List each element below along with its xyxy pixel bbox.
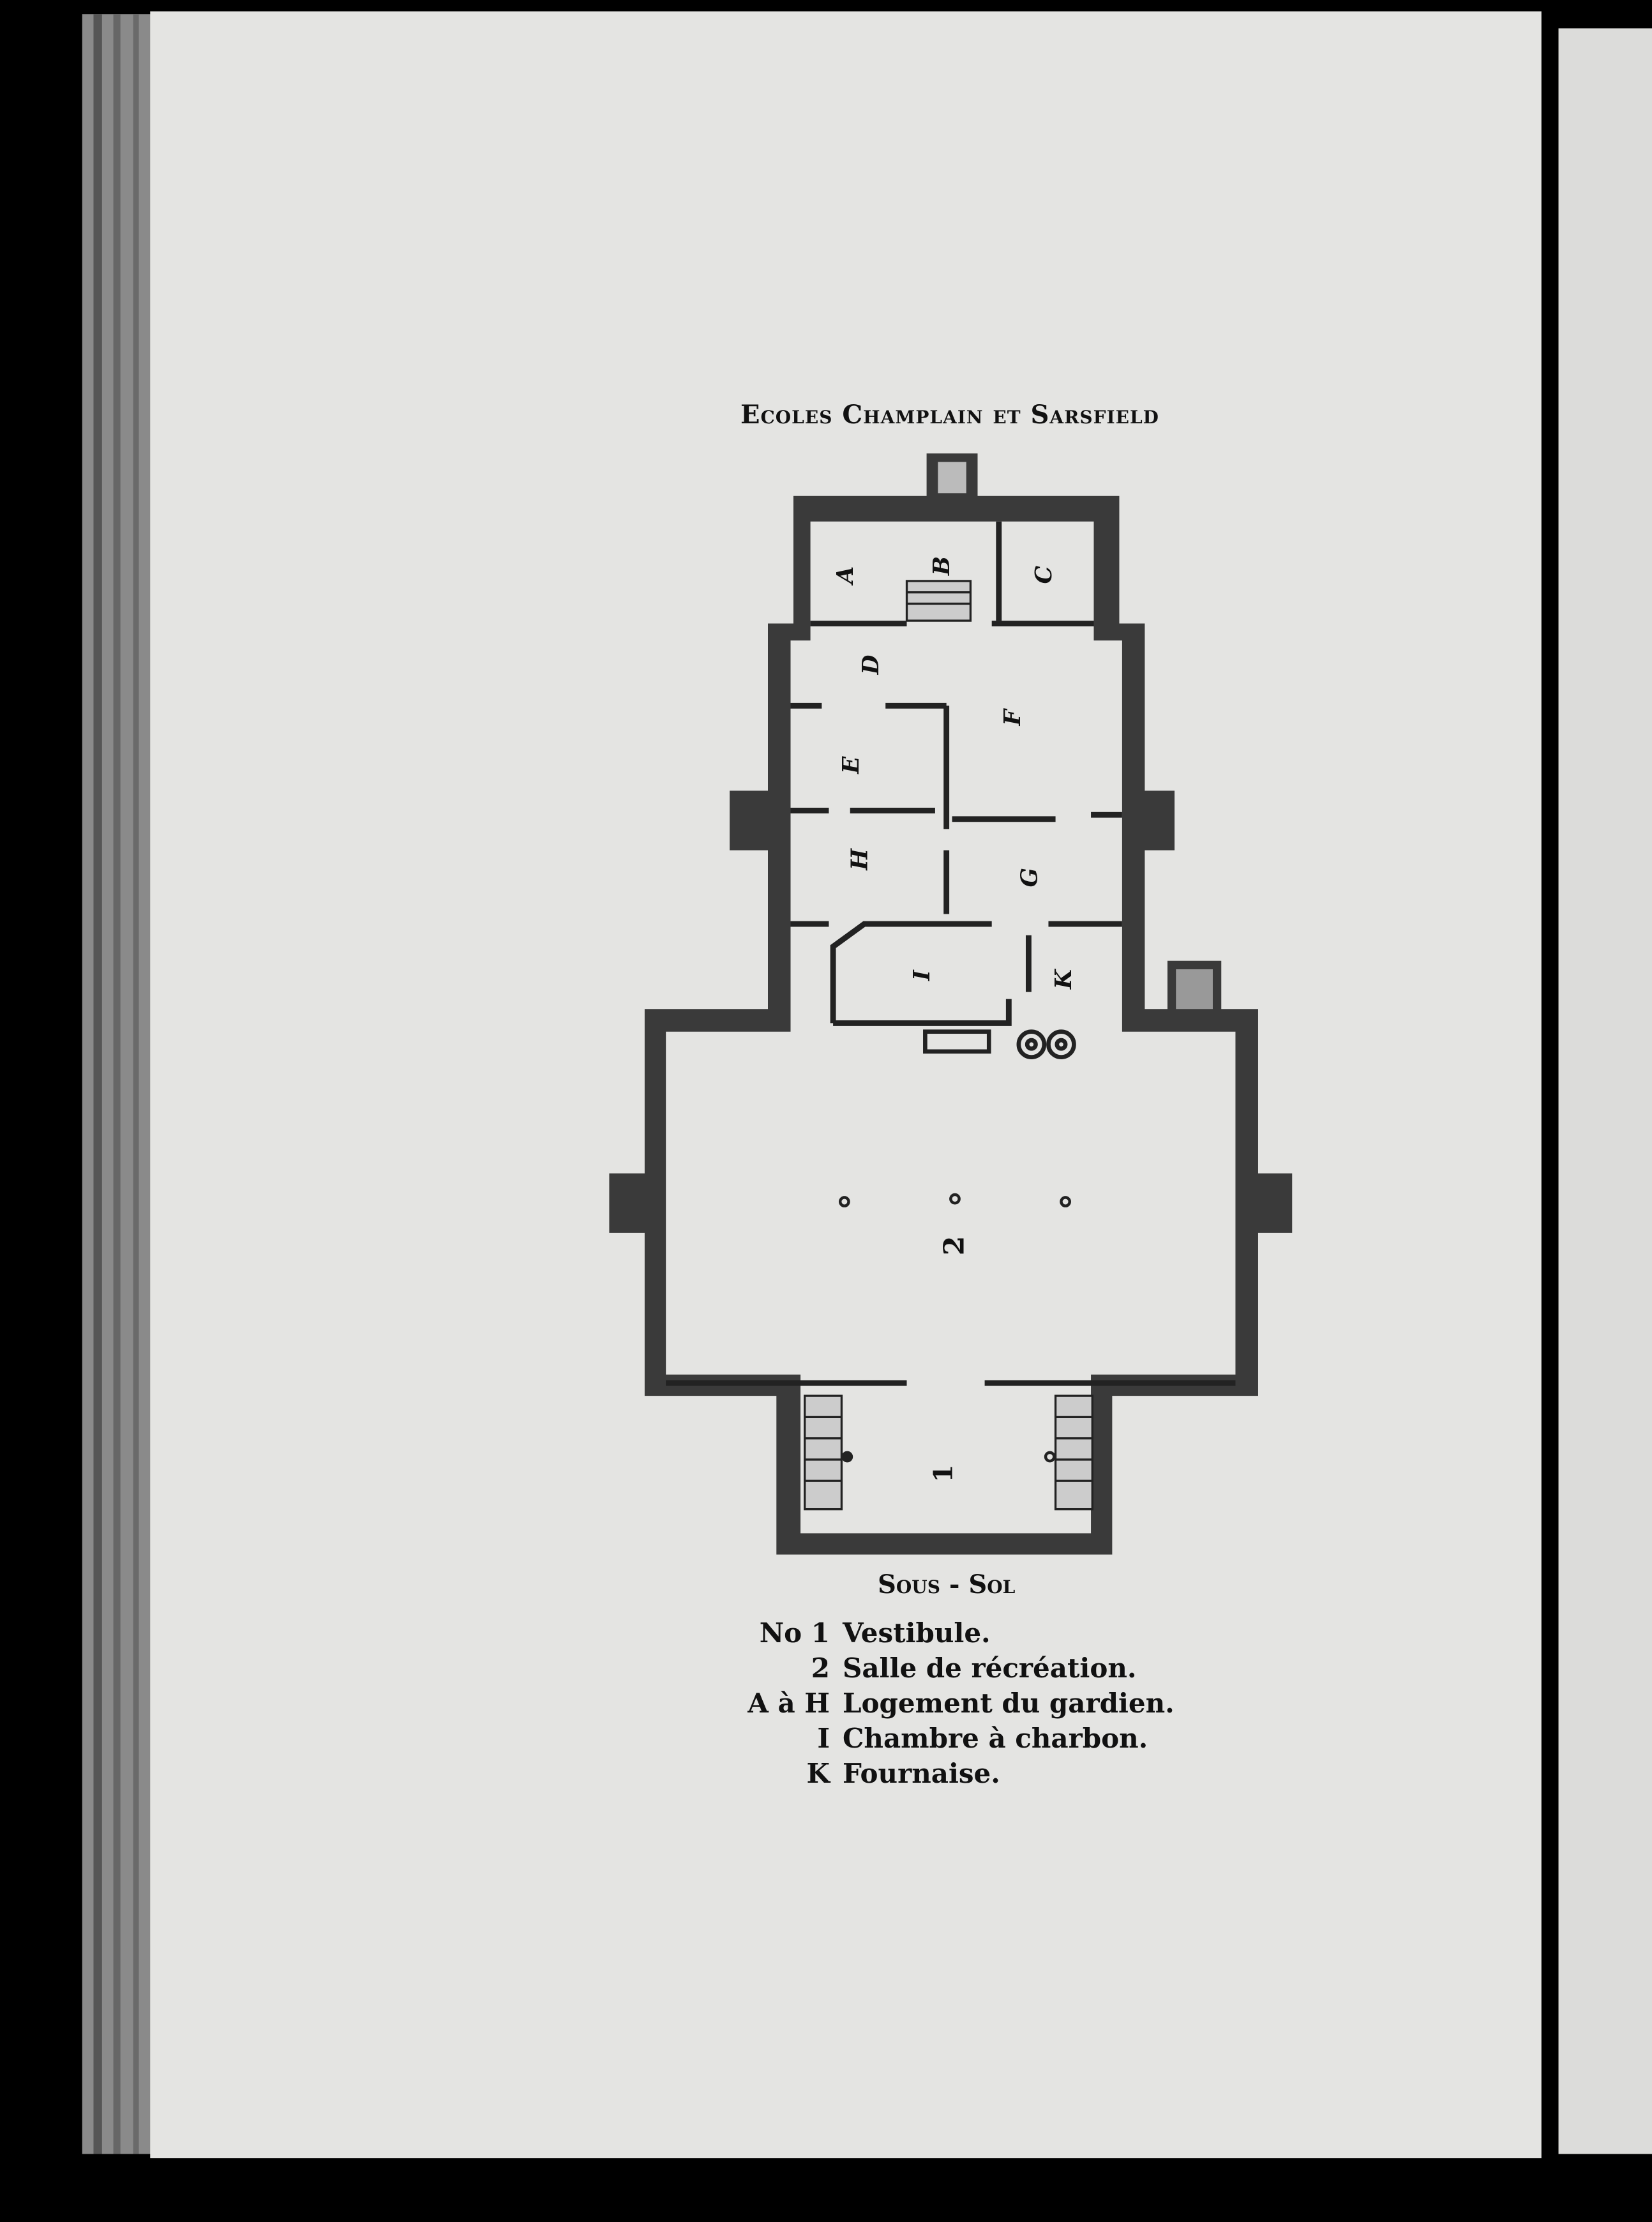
- room-label-c: C: [1031, 566, 1057, 584]
- furnace-icon: [1016, 1029, 1076, 1059]
- room-label-g: G: [1017, 868, 1043, 887]
- legend-row: I Chambre à charbon.: [747, 1721, 1175, 1756]
- legend-row: A à H Logement du gardien.: [747, 1686, 1175, 1721]
- fireplace: [923, 1029, 991, 1054]
- legend-key: A à H: [747, 1688, 830, 1719]
- floor-plan: A B C D E F H G I K 1 2: [609, 453, 1293, 1555]
- legend-key: I: [817, 1723, 830, 1754]
- legend-key: K: [806, 1758, 830, 1789]
- room-label-f: F: [1000, 707, 1026, 726]
- page-stack-edges: [82, 14, 153, 2154]
- room-label-i: I: [909, 969, 935, 981]
- plan-title: Ecoles Champlain et Sarsfield: [740, 400, 1159, 430]
- legend-row: K Fournaise.: [747, 1756, 1175, 1791]
- room-number-2: 2: [937, 1236, 970, 1255]
- legend-key: 2: [811, 1652, 830, 1684]
- legend-text: Chambre à charbon.: [843, 1723, 1148, 1754]
- columns: [838, 1193, 1071, 1463]
- room-label-e: E: [838, 756, 864, 775]
- room-number-1: 1: [929, 1465, 959, 1483]
- room-label-h: H: [846, 848, 873, 871]
- legend-row: 2 Salle de récréation.: [747, 1651, 1175, 1686]
- legend-row: No 1 Vestibule.: [747, 1615, 1175, 1651]
- legend-text: Fournaise.: [843, 1758, 1000, 1789]
- room-label-d: D: [858, 654, 884, 675]
- plan-caption: Sous - Sol: [878, 1569, 1016, 1599]
- legend-text: Salle de récréation.: [843, 1652, 1137, 1684]
- room-label-b: B: [929, 556, 955, 576]
- legend: No 1 Vestibule. 2 Salle de récréation. A à…: [747, 1615, 1175, 1791]
- room-label-a: A: [832, 566, 859, 586]
- room-label-k: K: [1051, 968, 1077, 990]
- legend-text: Logement du gardien.: [843, 1688, 1175, 1719]
- legend-text: Vestibule.: [843, 1617, 991, 1649]
- facing-page: [1558, 28, 1652, 2154]
- legend-key: No 1: [759, 1617, 830, 1649]
- interior-floor: [666, 521, 1236, 1534]
